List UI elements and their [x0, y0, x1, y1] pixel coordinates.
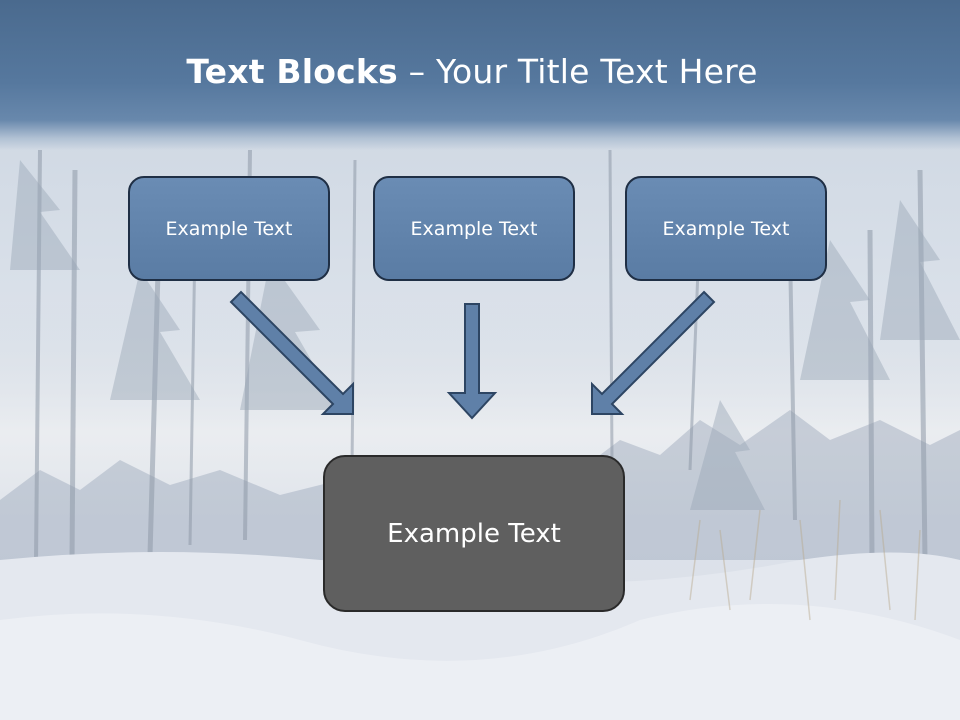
- title-band: [0, 0, 960, 150]
- arrow-center-down: [446, 303, 498, 420]
- text-block-2-label: Example Text: [410, 217, 538, 240]
- title-rest-text: Your Title Text Here: [436, 52, 758, 91]
- slide-title: Text Blocks – Your Title Text Here: [0, 52, 944, 91]
- center-text-block-label: Example Text: [387, 518, 561, 549]
- text-block-2[interactable]: Example Text: [373, 176, 575, 281]
- arrow-left-diagonal: [229, 290, 354, 415]
- text-block-3-label: Example Text: [662, 217, 790, 240]
- arrow-right-diagonal: [591, 290, 716, 415]
- text-block-3[interactable]: Example Text: [625, 176, 827, 281]
- text-block-1[interactable]: Example Text: [128, 176, 330, 281]
- text-block-1-label: Example Text: [165, 217, 293, 240]
- title-bold-text: Text Blocks: [186, 52, 398, 91]
- title-dash: –: [408, 52, 426, 91]
- center-text-block[interactable]: Example Text: [323, 455, 625, 612]
